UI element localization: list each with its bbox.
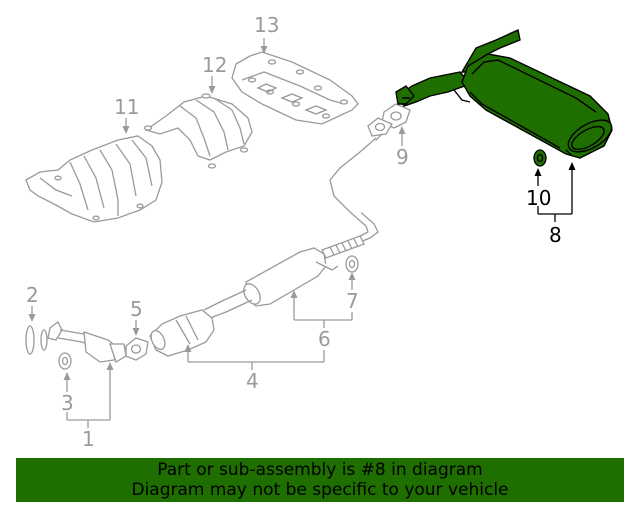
callout-4: 4	[246, 369, 259, 393]
heat-shield-13[interactable]	[231, 51, 359, 125]
gasket-5[interactable]	[125, 337, 149, 361]
hanger-7[interactable]	[345, 255, 359, 273]
callout-10: 10	[526, 186, 551, 210]
banner-line-2: Diagram may not be specific to your vehi…	[131, 480, 509, 500]
callout-12: 12	[202, 53, 227, 77]
info-banner: Part or sub-assembly is #8 in diagram Di…	[16, 458, 624, 502]
callout-numbers: 13 12 11 9 7 6 5 4 2 3 1 10 8	[26, 13, 562, 451]
front-pipe-1[interactable]	[47, 321, 127, 363]
heat-shield-11[interactable]	[25, 135, 163, 223]
banner-line-1: Part or sub-assembly is #8 in diagram	[157, 460, 483, 480]
callout-8: 8	[549, 223, 562, 247]
callout-11: 11	[114, 95, 139, 119]
callout-13: 13	[254, 13, 279, 37]
callout-5: 5	[130, 297, 143, 321]
heat-shield-12[interactable]	[143, 93, 253, 169]
leader-lines-grey	[28, 38, 406, 428]
gasket-2[interactable]	[25, 325, 48, 355]
callout-6: 6	[318, 327, 331, 351]
callout-3: 3	[61, 391, 74, 415]
hanger-3[interactable]	[58, 352, 72, 370]
center-pipe[interactable]	[148, 117, 393, 357]
callout-7: 7	[346, 289, 359, 313]
leader-lines-black	[534, 162, 576, 222]
hanger-10[interactable]	[533, 149, 547, 167]
muffler-8[interactable]	[395, 28, 617, 159]
callout-9: 9	[396, 145, 409, 169]
callout-1: 1	[82, 427, 95, 451]
callout-2: 2	[26, 283, 39, 307]
